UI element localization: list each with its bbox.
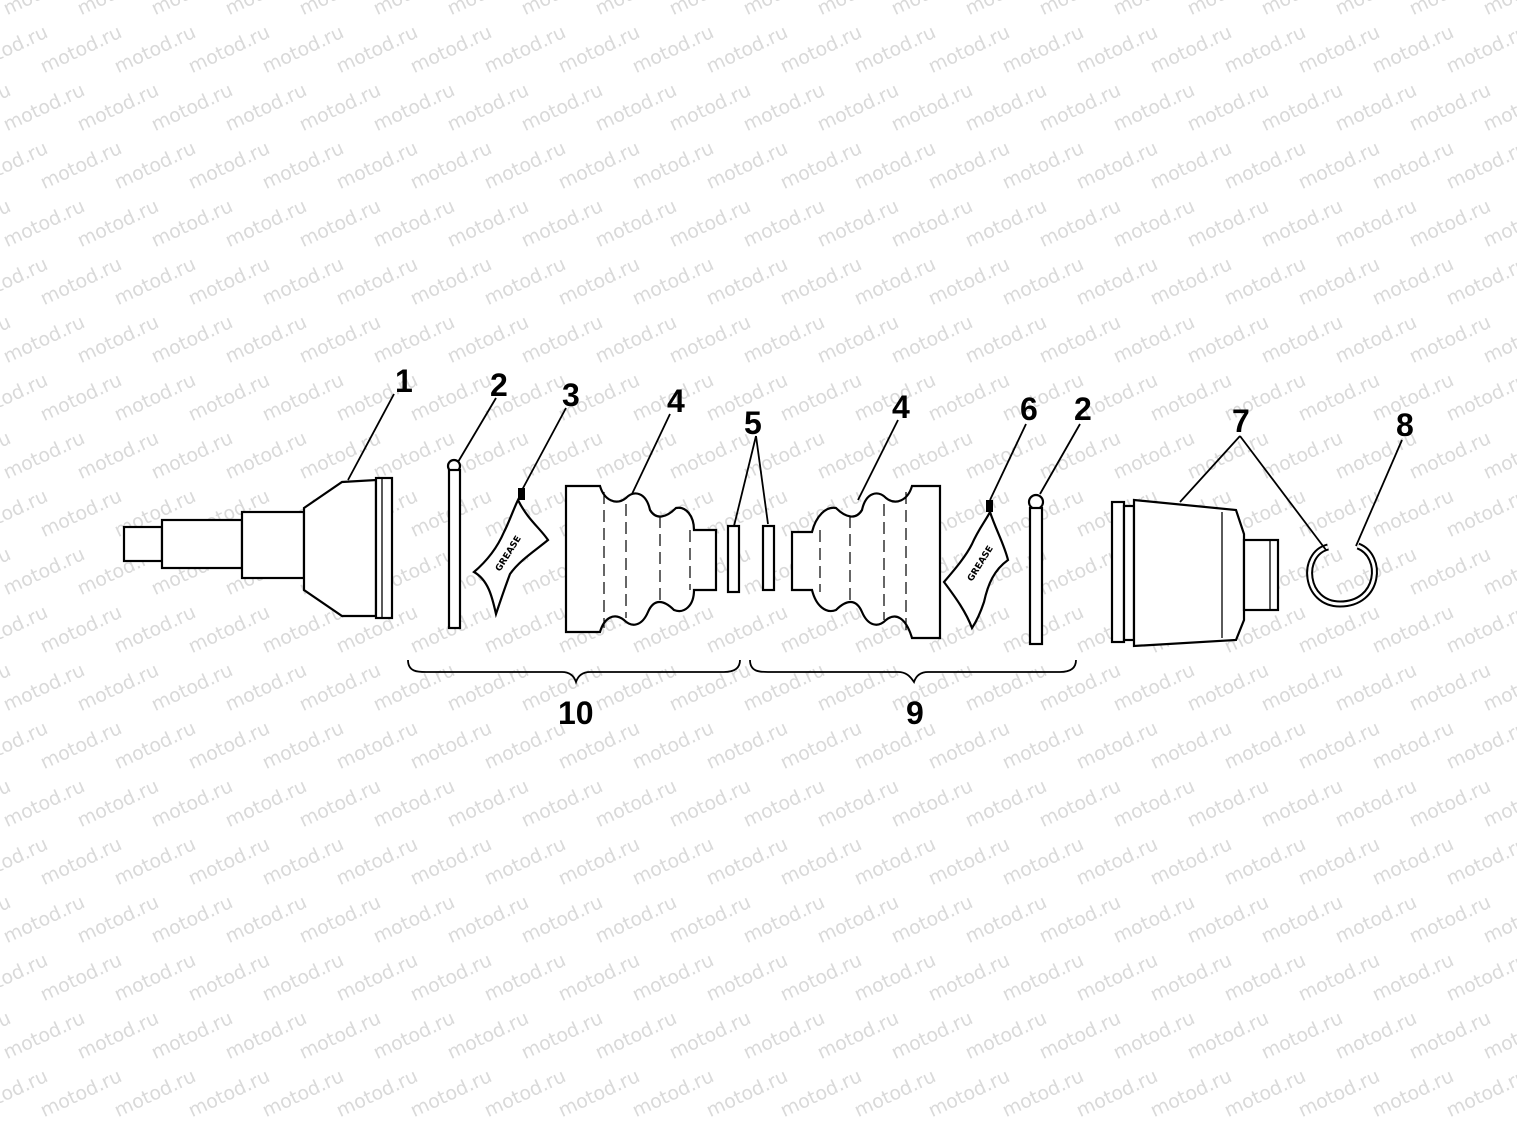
grease-packet-left: GREASE xyxy=(472,488,550,619)
callout-2-right: 2 xyxy=(1074,391,1092,427)
small-clamps xyxy=(726,524,776,594)
group-bracket-10 xyxy=(407,659,741,685)
callout-8: 8 xyxy=(1396,407,1414,443)
cv-boot-right xyxy=(790,484,942,640)
callout-2-left: 2 xyxy=(490,367,508,403)
inner-cv-joint-housing xyxy=(1110,498,1280,648)
grease-packet-right: GREASE xyxy=(942,500,1010,631)
callout-5: 5 xyxy=(744,405,762,441)
boot-clamp-left xyxy=(446,458,462,630)
callout-6: 6 xyxy=(1020,391,1038,427)
group-bracket-9 xyxy=(749,659,1077,685)
outer-cv-joint xyxy=(122,476,394,620)
circlip xyxy=(1306,542,1378,608)
leader-lines xyxy=(347,393,1403,551)
callout-4-right: 4 xyxy=(892,389,910,425)
callout-10: 10 xyxy=(558,695,594,731)
callout-9: 9 xyxy=(906,695,924,731)
callout-3: 3 xyxy=(562,377,580,413)
callout-1: 1 xyxy=(395,363,413,399)
callout-4-left: 4 xyxy=(667,383,685,419)
cv-boot-left xyxy=(564,484,718,634)
boot-clamp-right xyxy=(1027,493,1045,646)
callout-7: 7 xyxy=(1232,403,1250,439)
